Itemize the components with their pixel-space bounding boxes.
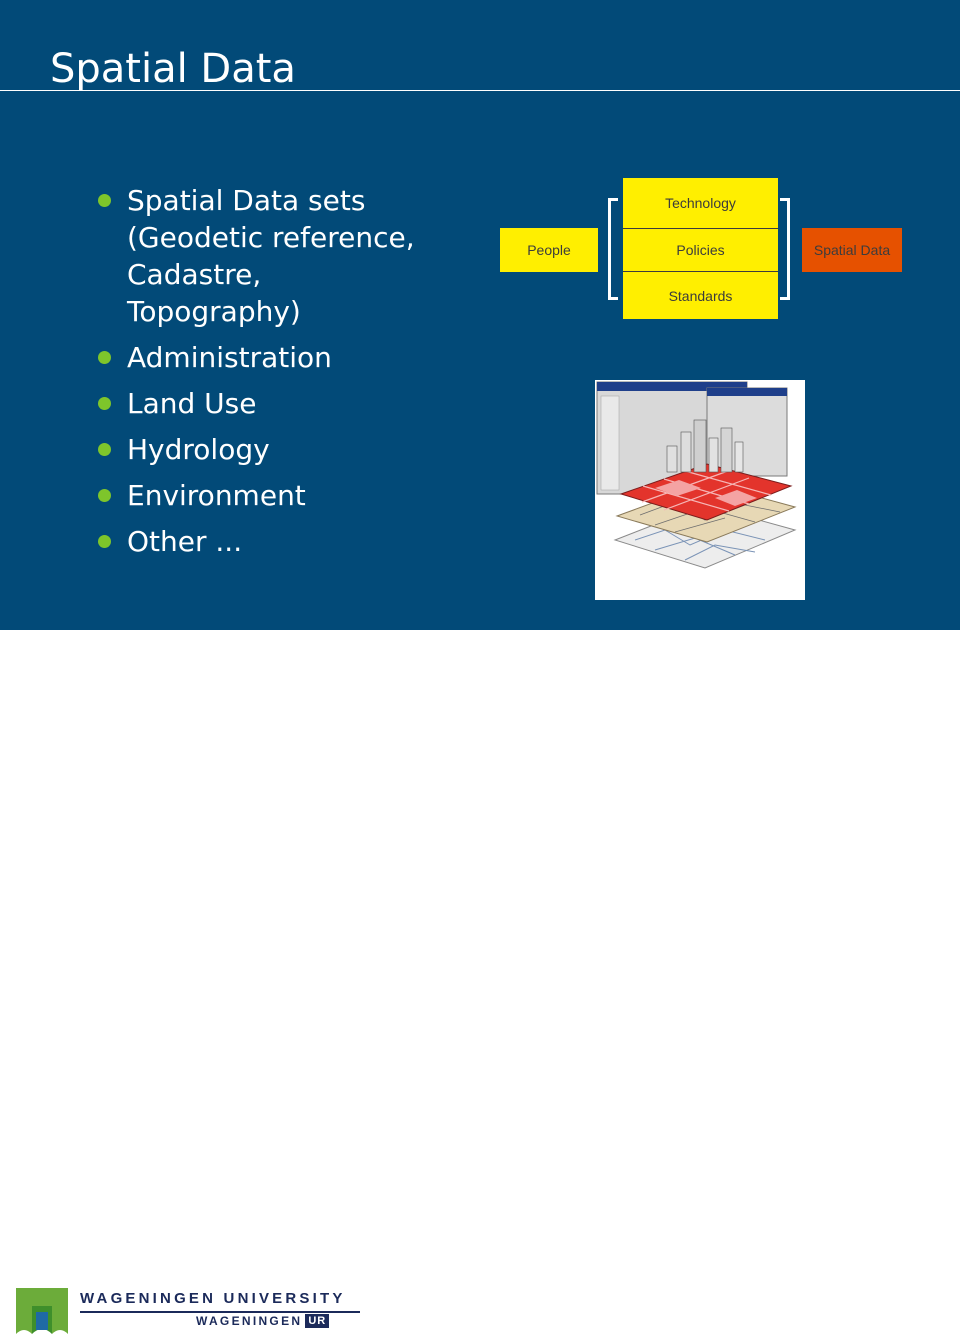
bullet-item: Other ... <box>98 523 478 560</box>
university-logo-icon <box>16 1288 68 1334</box>
bullet-item: Environment <box>98 477 478 514</box>
bullet-item: Hydrology <box>98 431 478 468</box>
bullet-list: Spatial Data sets (Geodetic reference, C… <box>98 182 478 569</box>
bullet-dot-icon <box>98 535 111 548</box>
title-divider <box>0 90 960 91</box>
bullet-text: Hydrology <box>127 433 270 466</box>
bullet-item: Land Use <box>98 385 478 422</box>
spatial-data-box: Spatial Data <box>802 228 902 272</box>
bullet-item: Administration <box>98 339 478 376</box>
bullet-dot-icon <box>98 351 111 364</box>
left-bracket <box>608 198 618 300</box>
wageningen-ur-wordmark: WAGENINGEN UR <box>196 1313 330 1329</box>
slide-title: Spatial Data <box>50 46 296 92</box>
bullet-dot-icon <box>98 194 111 207</box>
gis-layers-illustration <box>596 381 797 569</box>
bullet-item: Spatial Data sets (Geodetic reference, C… <box>98 182 478 330</box>
bullet-dot-icon <box>98 489 111 502</box>
ur-badge: UR <box>305 1314 330 1328</box>
sdi-diagram: People Technology Policies Standards Spa… <box>500 178 902 321</box>
footer: WAGENINGEN UNIVERSITY WAGENINGEN UR <box>0 630 960 1334</box>
components-block: Technology Policies Standards <box>623 178 778 319</box>
bullet-dot-icon <box>98 397 111 410</box>
bullet-text: Other ... <box>127 525 243 558</box>
university-name: WAGENINGEN UNIVERSITY <box>80 1290 346 1307</box>
gis-layers-image <box>595 380 805 600</box>
ur-name: WAGENINGEN <box>196 1314 303 1328</box>
bullet-text: Administration <box>127 341 332 374</box>
bullet-dot-icon <box>98 443 111 456</box>
people-box: People <box>500 228 598 272</box>
bullet-text: Spatial Data sets (Geodetic reference, C… <box>127 184 415 328</box>
standards-box: Standards <box>668 287 733 304</box>
policies-box: Policies <box>623 228 778 272</box>
bullet-text: Environment <box>127 479 306 512</box>
technology-box: Technology <box>665 195 736 211</box>
right-bracket <box>780 198 790 300</box>
bullet-text: Land Use <box>127 387 257 420</box>
slide-content: Spatial Data Spatial Data sets (Geodetic… <box>0 0 960 630</box>
